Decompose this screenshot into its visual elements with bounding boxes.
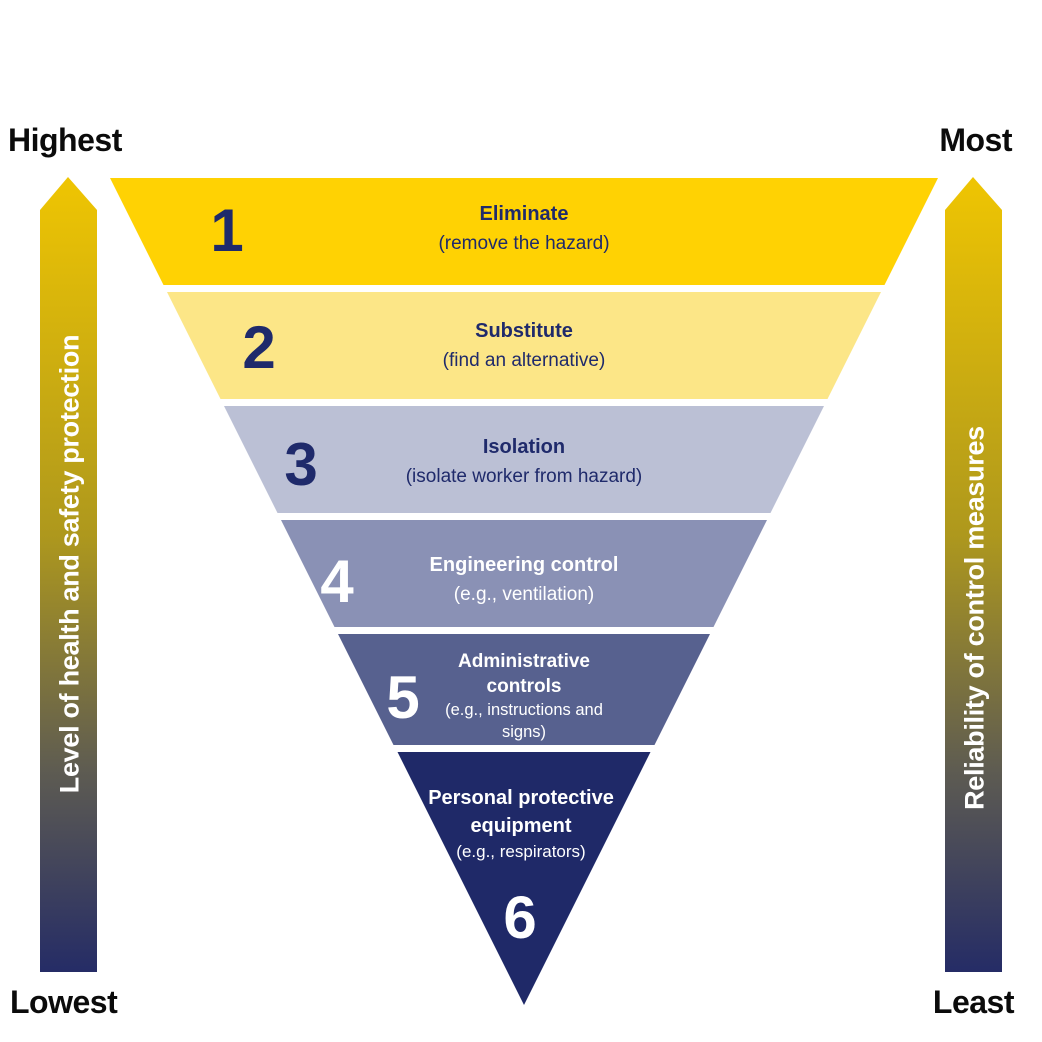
label-lowest: Lowest [10, 984, 118, 1020]
level-5-subtitle: (e.g., instructions and signs) [445, 701, 603, 741]
label-most: Most [939, 122, 1012, 158]
level-1-title: Eliminate [479, 203, 569, 225]
pyramid-level-1-shape [110, 178, 938, 285]
level-3-subtitle: (isolate worker from hazard) [405, 466, 643, 487]
right-axis-label: Reliability of control measures [959, 426, 990, 810]
level-4-title: Engineering control [429, 554, 619, 576]
level-5-text: Administrative controls (e.g., instructi… [429, 649, 619, 743]
level-6-text: Personal protective equipment (e.g., res… [404, 784, 639, 863]
level-3-title: Isolation [482, 436, 566, 458]
label-highest: Highest [8, 122, 122, 158]
label-least: Least [932, 984, 1015, 1020]
level-2-number: 2 [242, 314, 276, 381]
pyramid-level-3-shape [224, 406, 824, 513]
level-5-title: Administrative controls [458, 651, 590, 697]
level-4-number: 4 [320, 548, 354, 615]
level-4-subtitle: (e.g., ventilation) [453, 584, 595, 605]
level-2-text: Substitute (find an alternative) [443, 316, 606, 376]
level-1-number: 1 [210, 197, 244, 264]
level-3-text: Isolation (isolate worker from hazard) [406, 432, 643, 492]
level-6-title: Personal protective equipment [428, 787, 614, 837]
left-axis-arrow-icon [40, 177, 97, 972]
level-5-number: 5 [386, 664, 420, 731]
pyramid-level-2-shape [167, 292, 881, 399]
left-axis-label: Level of health and safety protection [54, 334, 85, 794]
level-4-text: Engineering control (e.g., ventilation) [430, 550, 619, 610]
right-axis-arrow-icon [945, 177, 1002, 972]
level-1-subtitle: (remove the hazard) [438, 233, 610, 254]
level-1-text: Eliminate (remove the hazard) [438, 199, 609, 259]
level-2-title: Substitute [475, 320, 573, 342]
level-2-subtitle: (find an alternative) [442, 350, 606, 371]
pyramid-level-6-shape [397, 752, 651, 1005]
level-3-number: 3 [284, 431, 318, 498]
pyramid-level-4-shape [281, 520, 767, 627]
pyramid-level-5-shape [338, 634, 710, 745]
level-6-subtitle: (e.g., respirators) [456, 842, 586, 861]
level-6-number: 6 [503, 884, 537, 951]
